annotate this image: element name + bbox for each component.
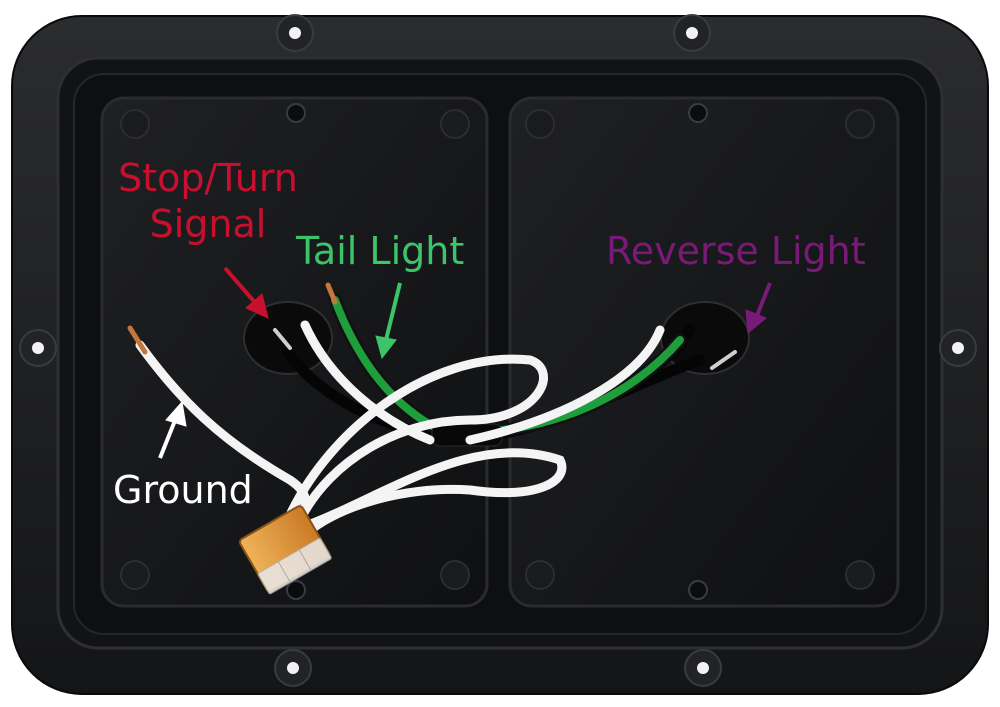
copper-tip [325,282,338,305]
ground-label: Ground [113,468,253,512]
ground-arrow [158,400,187,459]
tail-light-arrow [375,282,402,360]
stop-turn-line1: Stop/Turn [118,156,298,200]
stop-turn-arrow [223,266,269,319]
bare-wire-tip [273,328,292,350]
mounting-hole [276,14,314,52]
white-wire [295,448,567,540]
copper-tip [127,325,148,355]
stop-turn-signal-label: Stop/Turn Signal [108,155,308,247]
bare-wire-tip [710,350,737,370]
mounting-hole [274,649,312,687]
stop-turn-line2: Signal [149,202,267,246]
mounting-hole [684,649,722,687]
tail-light-label: Tail Light [296,229,465,273]
mounting-hole [939,329,977,367]
white-wire [465,325,665,445]
reverse-light-arrow [745,282,772,334]
wire-connector [239,505,332,595]
mounting-hole [673,14,711,52]
mounting-hole [19,329,57,367]
reverse-light-label: Reverse Light [606,229,866,273]
mounting-holes [19,14,977,687]
left-wire-hole [243,301,333,375]
white-wire [285,354,548,525]
